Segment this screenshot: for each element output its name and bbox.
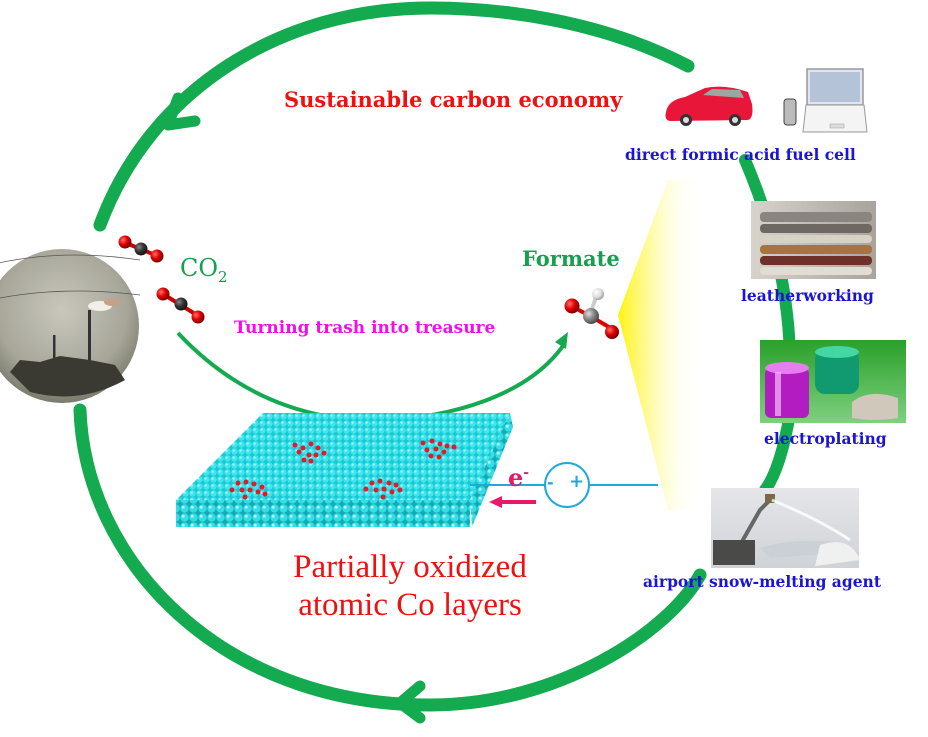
co2-label-subscript: 2 xyxy=(218,267,228,286)
external-circuit xyxy=(470,462,658,508)
oxide-cluster xyxy=(363,478,403,500)
application-label-fuel-cell: direct formic acid fuel cell xyxy=(625,145,856,164)
light-beam xyxy=(618,180,700,510)
electron-label: e- xyxy=(508,463,529,492)
electron-label-main: e xyxy=(508,463,524,492)
arrowhead-bottom xyxy=(394,680,426,724)
plated-parts-icon xyxy=(760,340,906,423)
application-label-snow-melting: airport snow-melting agent xyxy=(643,572,881,591)
cycle-title: Sustainable carbon economy xyxy=(284,87,623,112)
leather-stack-icon xyxy=(751,201,876,279)
conversion-label: Turning trash into treasure xyxy=(234,318,496,338)
catalyst-label-line2: atomic Co layers xyxy=(298,587,522,623)
catalyst-label-line1: Partially oxidized xyxy=(293,549,527,585)
co2-molecule-1 xyxy=(118,235,164,263)
catalyst-label: Partially oxidized atomic Co layers xyxy=(265,548,555,624)
electron-label-superscript: - xyxy=(523,465,530,481)
power-source-plus: + xyxy=(569,471,585,492)
power-source-minus: - xyxy=(547,473,554,492)
co2-label-main: CO xyxy=(180,254,219,282)
application-label-leatherworking: leatherworking xyxy=(741,286,874,305)
oxide-cluster xyxy=(420,438,457,460)
arrowhead-top-left xyxy=(162,92,201,131)
co2-label: CO2 xyxy=(180,254,228,286)
formate-molecule xyxy=(564,288,619,339)
oxide-cluster xyxy=(292,441,327,464)
oxide-cluster xyxy=(229,479,268,500)
conversion-arrowhead xyxy=(555,332,568,349)
oxidized-sites xyxy=(229,438,457,500)
application-label-electroplating: electroplating xyxy=(764,429,887,448)
electron-flow-arrow xyxy=(489,496,536,508)
formate-label: Formate xyxy=(522,246,620,271)
deicing-truck-icon xyxy=(711,488,860,568)
co2-molecule-2 xyxy=(156,287,205,324)
conversion-arrow xyxy=(176,331,567,423)
car-phone-laptop-icon xyxy=(665,68,868,133)
power-plant-photo xyxy=(0,249,141,403)
cobalt-atomic-layers xyxy=(176,413,513,527)
